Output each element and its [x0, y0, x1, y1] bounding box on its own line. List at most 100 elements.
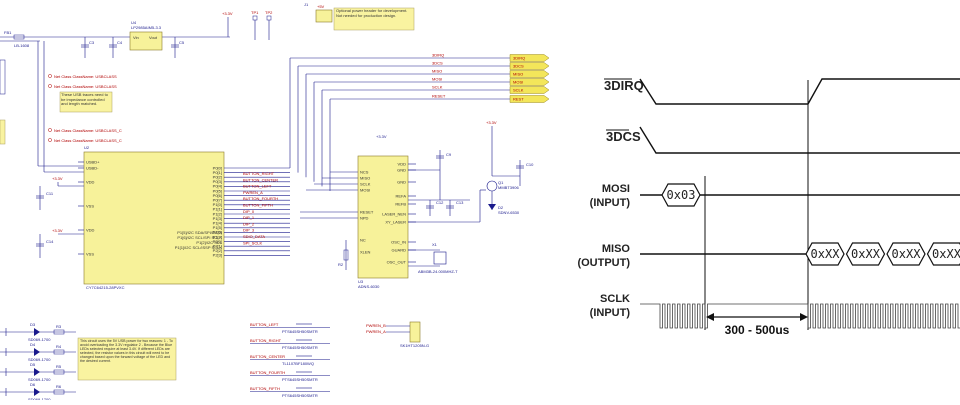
mcu-right-net-label: BUTTON_FOURTH	[243, 196, 278, 201]
vbus-label: +5V	[317, 4, 325, 9]
pwren-header-body	[410, 322, 420, 342]
q1-part: MMBT3906	[498, 185, 519, 190]
mcu-body	[84, 152, 224, 284]
usb-impedance-note-text: These USB traces need to be impedance co…	[61, 93, 112, 107]
sensor-right-pin-label: LASER_NEN	[382, 212, 406, 217]
button-part: PTS645SH50SMTR	[282, 393, 318, 398]
signal-miso-sub: (OUTPUT)	[577, 257, 630, 269]
bus-tag-label: MOSI	[513, 80, 523, 85]
signal-miso-label: MISO	[602, 243, 631, 255]
button-part: PTS645SH50SMTR	[282, 345, 318, 350]
miso-byte-value: 0xXX	[892, 247, 922, 261]
bus-tag-label: MISO	[513, 72, 523, 77]
signal-sclk-sub: (INPUT)	[590, 307, 631, 319]
sensor-left-passives: R2	[338, 240, 348, 270]
mcu-left-pin-label: VSS	[86, 204, 94, 209]
sensor-left-pin-label: NC	[360, 238, 366, 243]
signal-3dirq-trace	[640, 79, 960, 104]
signal-3dirq-label: 3DIRQ	[604, 78, 644, 93]
cap-c5-ref: C5	[179, 40, 185, 45]
status-led-circuit: D3SD069-1700R3D4SD069-1700R4D5SD069-1700…	[0, 322, 76, 400]
mcu-right-nets: BUTTON_RIGHTBUTTON_CENTERBUTTON_LEFTPWRE…	[243, 171, 278, 245]
net-class-label-4: Net Class ClassName: USBCLASS_C	[54, 138, 122, 143]
button-part: TL1107BF180WQ	[282, 361, 314, 366]
cap-c9-ref: C9	[446, 152, 452, 157]
mcu-part: CY7C64215-28PVXC	[86, 285, 125, 290]
cap-c10-ref: C10	[526, 162, 534, 167]
led-ref: D5	[30, 362, 36, 367]
pwren-connector: PWREN_B PWREN_A SK1HT1205N-G	[366, 322, 429, 348]
cap-c13-ref: C13	[456, 200, 464, 205]
mcu-v33-label-2: +3.3V	[52, 228, 63, 233]
bus-net-label: 3DCS	[432, 61, 443, 66]
pwren-b-label: PWREN_B	[366, 323, 386, 328]
laser-part: SDNV-6530	[498, 210, 520, 215]
mcu-v33-label-1: +3.3V	[52, 176, 63, 181]
button-net-label: BUTTON_RIGHT	[250, 338, 282, 343]
bus-net-label: 3DIRQ	[432, 53, 444, 58]
sensor-left-pin-label: NCS	[360, 170, 369, 175]
dev-header-note-text: Optional power header for development. N…	[336, 9, 414, 18]
mcu-left-pin-label: VSS	[86, 252, 94, 257]
sensor-right-pin-label: REFB	[395, 202, 406, 207]
tp1-pad	[253, 16, 257, 20]
cap-c4-ref: C4	[117, 40, 123, 45]
mcu-right-net-label: DIP_0	[243, 209, 255, 214]
mcu-right-pin-label: P2[3]	[213, 253, 222, 258]
button-part: PTS645SH50SMTR	[282, 377, 318, 382]
mcu-function-label: P1[1]/I2C SCL/ISSP SCLK	[175, 245, 223, 250]
sensor-part: ADNS-6030	[358, 284, 380, 289]
bus-net-label: MOSI	[432, 77, 442, 82]
sensor-left-pin-label: MISO	[360, 176, 370, 181]
pwren-ref: SK1HT1205N-G	[400, 343, 429, 348]
mcu-right-net-label: BUTTON_LEFT	[243, 184, 272, 189]
mcu-left-pin-label: VDD	[86, 180, 95, 185]
usb-connector-stub	[0, 60, 5, 94]
sensor-r-ref: R2	[338, 262, 344, 267]
net-class-label-2: Net Class ClassName: USBCLASS	[54, 84, 117, 89]
led-resistor-ref: R5	[56, 364, 62, 369]
power-note-text: This circuit uses the 5V USB power for t…	[80, 339, 176, 363]
mcu-right-net-label: DIP_3	[243, 228, 255, 233]
sensor-left-pin-label: XLEN	[360, 250, 371, 255]
u4-part: LP2985AIM5-3.3	[131, 25, 162, 30]
sensor-right-pin-label: GND	[397, 180, 406, 185]
button-net-label: BUTTON_LEFT	[250, 322, 279, 327]
sensor-right-pin-label: XY_LASER	[385, 220, 406, 225]
led-ref: D6	[30, 382, 36, 387]
signal-mosi-sub: (INPUT)	[590, 197, 631, 209]
mcu-right-net-label: DIP_1	[243, 215, 255, 220]
interval-arrow-right-head	[800, 313, 808, 321]
cap-c11-ref: C11	[46, 191, 54, 196]
cap-c12-ref: C12	[436, 200, 444, 205]
usb-connector-note-edge	[0, 120, 5, 144]
miso-byte-value: 0xXX	[932, 247, 960, 261]
mcu-right-net-label: PWREN_A	[243, 190, 263, 195]
mcu-ref: U2	[84, 145, 90, 150]
schematic-panel: FB1 LB-1608 C3 C4 C5 U4 LP2985AIM5-3.3 V…	[0, 2, 549, 400]
crystal-symbol	[434, 252, 446, 264]
sensor-right-pin-label: VDD	[398, 162, 407, 167]
cap-c14-ref: C14	[46, 239, 54, 244]
sensor-right-pin-label: GND	[397, 168, 406, 173]
fb-value: LB-1608	[14, 43, 30, 48]
pwren-a-label: PWREN_A	[366, 329, 386, 334]
mcu-left-pin-label: USBD+	[86, 160, 100, 165]
led-symbol	[34, 348, 40, 356]
bus-tag-label: REST	[513, 97, 524, 102]
u4-vout-pin: Vout	[149, 35, 158, 40]
sensor-right-pin-label: GUARD	[392, 248, 407, 253]
button-part: PTS645SH50SMTR	[282, 329, 318, 334]
sensor-left-pin-label: NPD	[360, 216, 369, 221]
dev-power-header	[316, 10, 332, 22]
signal-mosi-label: MOSI	[602, 183, 630, 195]
mcu-right-net-label: SPI_SCLK	[243, 240, 262, 245]
signal-mosi-value: 0x03	[667, 188, 696, 202]
mcu-right-net-label: DIP_2	[243, 221, 255, 226]
mcu-right-net-label: BUTTON_CENTER	[243, 177, 278, 182]
miso-byte-value: 0xXX	[851, 247, 881, 261]
button-net-label: BUTTON_FOURTH	[250, 370, 285, 375]
mcu-left-pin-label: VDD	[86, 228, 95, 233]
